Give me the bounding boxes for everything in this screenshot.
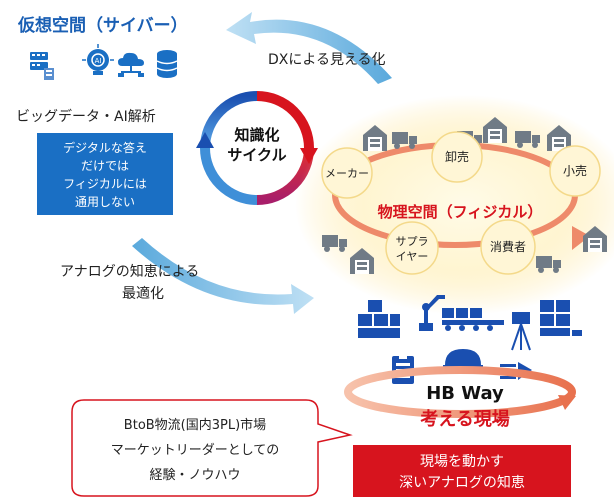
cyber-note-line: だけでは [81, 159, 129, 173]
cyber-note-text: デジタルな答え だけでは フィジカルには 通用しない [63, 140, 147, 209]
dx-arrow [226, 12, 392, 84]
cyber-title: 仮想空間（サイバー） [17, 15, 188, 36]
conveyor-icon [442, 308, 504, 331]
physical-ring-arrowhead [572, 226, 590, 250]
cloud-network-icon [118, 52, 144, 77]
cycle-line1: 知識化 [234, 126, 279, 144]
node-maker: メーカー [321, 147, 373, 199]
camera-tripod-icon [511, 312, 531, 351]
cyber-note-line: デジタルな答え [63, 140, 147, 155]
ai-brain-icon: AI [82, 44, 114, 75]
truck-icon [536, 256, 561, 273]
node-maker-label: メーカー [325, 167, 369, 180]
dx-label: DXによる見える化 [268, 52, 386, 68]
hbway-ring-arrowhead [558, 395, 576, 410]
knowledge-cycle: 知識化 サイクル [196, 91, 318, 205]
truck-icon [515, 131, 540, 148]
database-icon [156, 50, 178, 78]
callout-line: マーケットリーダーとしての [111, 443, 280, 458]
callout-text: BtoB物流(国内3PL)市場 マーケットリーダーとしての 経験・ノウハウ [111, 417, 280, 483]
node-supplier-label: サプラ [396, 235, 429, 248]
node-consumer-label: 消費者 [490, 239, 526, 254]
cyber-subtitle: ビッグデータ・AI解析 [16, 108, 156, 125]
callout-bubble [71, 399, 353, 497]
warehouse-icon [363, 125, 387, 151]
cyber-icons: AI [30, 44, 178, 80]
warehouse-icon [583, 226, 607, 252]
server-icon [30, 52, 54, 80]
node-retail: 小売 [549, 145, 601, 197]
analog-label-2: 最適化 [122, 285, 164, 302]
node-supplier-label: イヤー [396, 250, 429, 263]
hbway-line1: HB Way [426, 383, 504, 404]
warehouse-icon [483, 117, 507, 143]
node-wholesale-label: 卸売 [445, 149, 469, 164]
pallet-stack-icon [540, 300, 582, 336]
node-supplier: サプラ イヤー [385, 221, 439, 275]
analog-label-1: アナログの知恵による [60, 263, 199, 280]
red-note-line1: 現場を動かす [420, 454, 504, 470]
node-wholesale: 卸売 [431, 131, 483, 183]
svg-text:AI: AI [95, 57, 102, 65]
truck-icon [322, 235, 347, 252]
cyber-note-line: フィジカルには [63, 177, 147, 191]
callout-line: 経験・ノウハウ [149, 468, 240, 483]
truck-icon [392, 132, 417, 149]
cycle-line2: サイクル [227, 146, 286, 164]
robot-arm-icon [419, 295, 445, 331]
physical-title: 物理空間（フィジカル） [378, 203, 543, 221]
callout-line: BtoB物流(国内3PL)市場 [124, 417, 266, 433]
hbway-line2: 考える現場 [420, 408, 509, 430]
boxes-icon [358, 300, 400, 338]
cyber-note-box [37, 133, 173, 215]
node-retail-label: 小売 [563, 163, 587, 178]
hbway-ring [344, 366, 576, 418]
hardhat-icon [443, 349, 483, 369]
node-consumer: 消費者 [480, 219, 536, 275]
red-note-line2: 深いアナログの知恵 [399, 474, 525, 491]
cyber-note-line: 通用しない [75, 195, 135, 209]
analog-arrow [132, 238, 314, 314]
red-note-box [353, 445, 571, 497]
warehouse-icon [547, 125, 571, 151]
warehouse-icon [350, 248, 374, 274]
